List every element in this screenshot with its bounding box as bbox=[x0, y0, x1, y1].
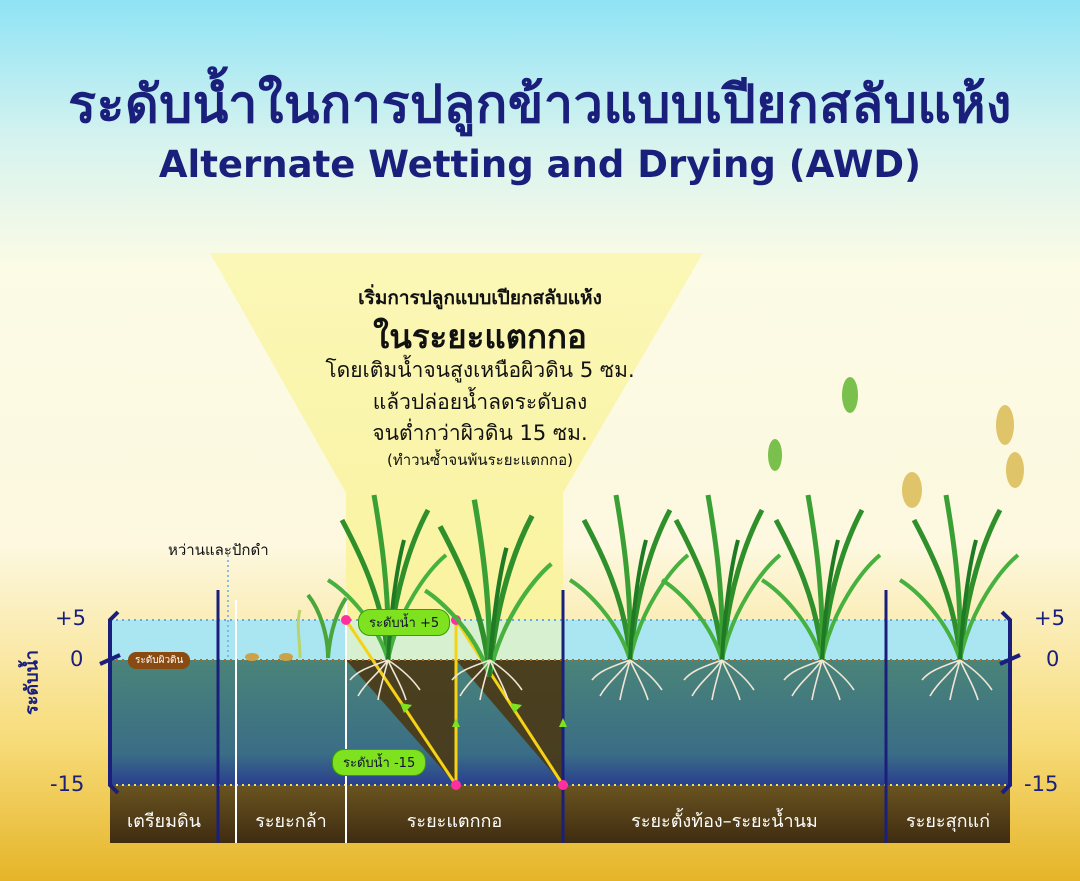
tick-right-minus15: -15 bbox=[1024, 772, 1059, 796]
water-level-high-label: ระดับน้ำ +5 bbox=[358, 609, 451, 636]
rice-grain-heads bbox=[768, 377, 1024, 508]
water-level-low-label: ระดับน้ำ -15 bbox=[332, 749, 427, 776]
tick-left-plus5: +5 bbox=[55, 606, 86, 630]
stage-label-booting-milk: ระยะตั้งท้อง–ระยะน้ำนม bbox=[631, 811, 818, 832]
title-english: Alternate Wetting and Drying (AWD) bbox=[158, 143, 922, 186]
callout-beam bbox=[210, 253, 703, 660]
stage-label-seedling: ระยะกล้า bbox=[255, 811, 327, 832]
sowing-label: หว่านและปักดำ bbox=[168, 541, 269, 559]
tick-right-plus5: +5 bbox=[1034, 606, 1065, 630]
callout-line-4: แล้วปล่อยน้ำลดระดับลง bbox=[372, 390, 588, 414]
title-thai: ระดับน้ำในการปลูกข้าวแบบเปียกสลับแห้ง bbox=[68, 75, 1012, 135]
tick-left-minus15: -15 bbox=[50, 772, 85, 796]
cycle-arrows bbox=[400, 703, 567, 727]
tick-left-0: 0 bbox=[70, 647, 84, 671]
stage-band bbox=[110, 785, 1010, 843]
water-cycle-line bbox=[344, 614, 565, 790]
stage-label-prep: เตรียมดิน bbox=[127, 811, 201, 832]
tick-right-0: 0 bbox=[1046, 647, 1060, 671]
stage-label-tillering: ระยะแตกกอ bbox=[406, 811, 503, 832]
stage-label-ripening: ระยะสุกแก่ bbox=[906, 811, 990, 832]
y-axis-label: ระดับน้ำ bbox=[21, 650, 43, 715]
callout-line-3: โดยเติมน้ำจนสูงเหนือผิวดิน 5 ซม. bbox=[325, 358, 635, 382]
right-axis bbox=[1000, 610, 1012, 795]
left-axis bbox=[108, 610, 120, 795]
callout-line-1: เริ่มการปลูกแบบเปียกสลับแห้ง bbox=[358, 287, 602, 309]
callout-line-2: ในระยะแตกกอ bbox=[373, 317, 587, 356]
callout-line-5: จนต่ำกว่าผิวดิน 15 ซม. bbox=[372, 421, 588, 445]
rice-seed-icon bbox=[245, 593, 348, 661]
callout-line-6: (ทำวนซ้ำจนพ้นระยะแตกกอ) bbox=[386, 451, 574, 469]
soil-surface-label: ระดับผิวดิน bbox=[128, 652, 191, 669]
